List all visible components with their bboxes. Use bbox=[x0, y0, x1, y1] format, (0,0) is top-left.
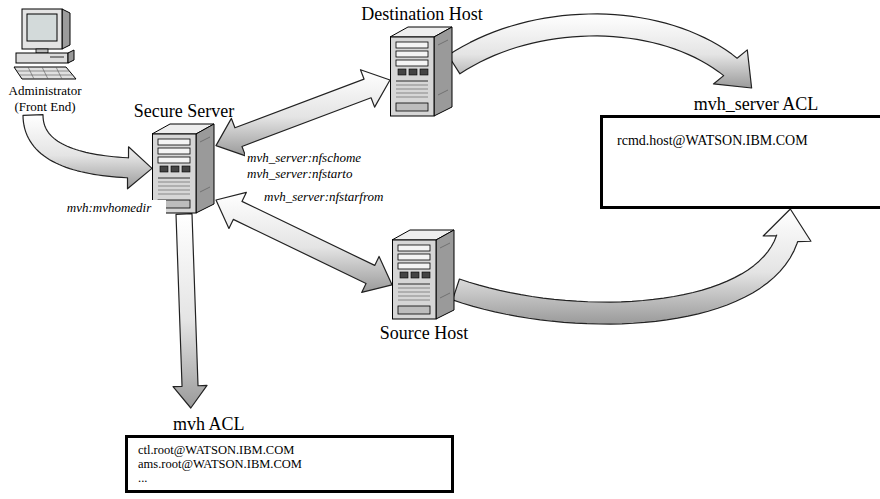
block-arrow bbox=[23, 115, 152, 189]
workstation-node: Administrator (Front End) bbox=[5, 5, 85, 115]
node-heading: Destination Host bbox=[322, 3, 522, 25]
edge-label: mvh:mvhomedir bbox=[52, 200, 166, 216]
acl-entry: rcmd.host@WATSON.IBM.COM bbox=[617, 132, 880, 150]
server-node: Source Host bbox=[392, 228, 456, 344]
acl-box: mvh ACLctl.root@WATSON.IBM.COMams.root@W… bbox=[125, 408, 454, 493]
block-arrow bbox=[216, 192, 392, 292]
acl-entry: ... bbox=[138, 471, 441, 485]
node-heading: Secure Server bbox=[84, 100, 284, 122]
server-node: Destination Host bbox=[390, 3, 454, 117]
acl-border: rcmd.host@WATSON.IBM.COM bbox=[600, 115, 880, 209]
block-arrow bbox=[453, 209, 811, 324]
block-arrow bbox=[216, 70, 390, 156]
server-node: Secure Server bbox=[152, 100, 216, 214]
icon-graphic bbox=[390, 27, 452, 116]
icon-graphic bbox=[392, 230, 454, 319]
node-heading: Source Host bbox=[324, 320, 524, 344]
node-label: Administrator (Front End) bbox=[5, 83, 85, 115]
edge-label: mvh_server:nfstarfrom bbox=[262, 189, 416, 205]
acl-heading: mvh ACL bbox=[125, 408, 454, 435]
edge-label: mvh_server:nfschome mvh_server:nfstarto bbox=[245, 150, 389, 182]
acl-border: ctl.root@WATSON.IBM.COMams.root@WATSON.I… bbox=[125, 435, 454, 493]
acl-box: mvh_server ACL rcmd.host@WATSON.IBM.COM bbox=[600, 88, 880, 209]
acl-heading: mvh_server ACL bbox=[600, 88, 880, 115]
block-arrow bbox=[173, 214, 207, 408]
block-arrow bbox=[448, 14, 752, 88]
icon-graphic bbox=[14, 9, 76, 79]
server-icon bbox=[390, 25, 454, 117]
server-icon bbox=[392, 228, 456, 320]
acl-entry: ctl.root@WATSON.IBM.COM bbox=[138, 443, 441, 457]
computer-icon bbox=[10, 5, 80, 83]
acl-entry: ams.root@WATSON.IBM.COM bbox=[138, 457, 441, 471]
